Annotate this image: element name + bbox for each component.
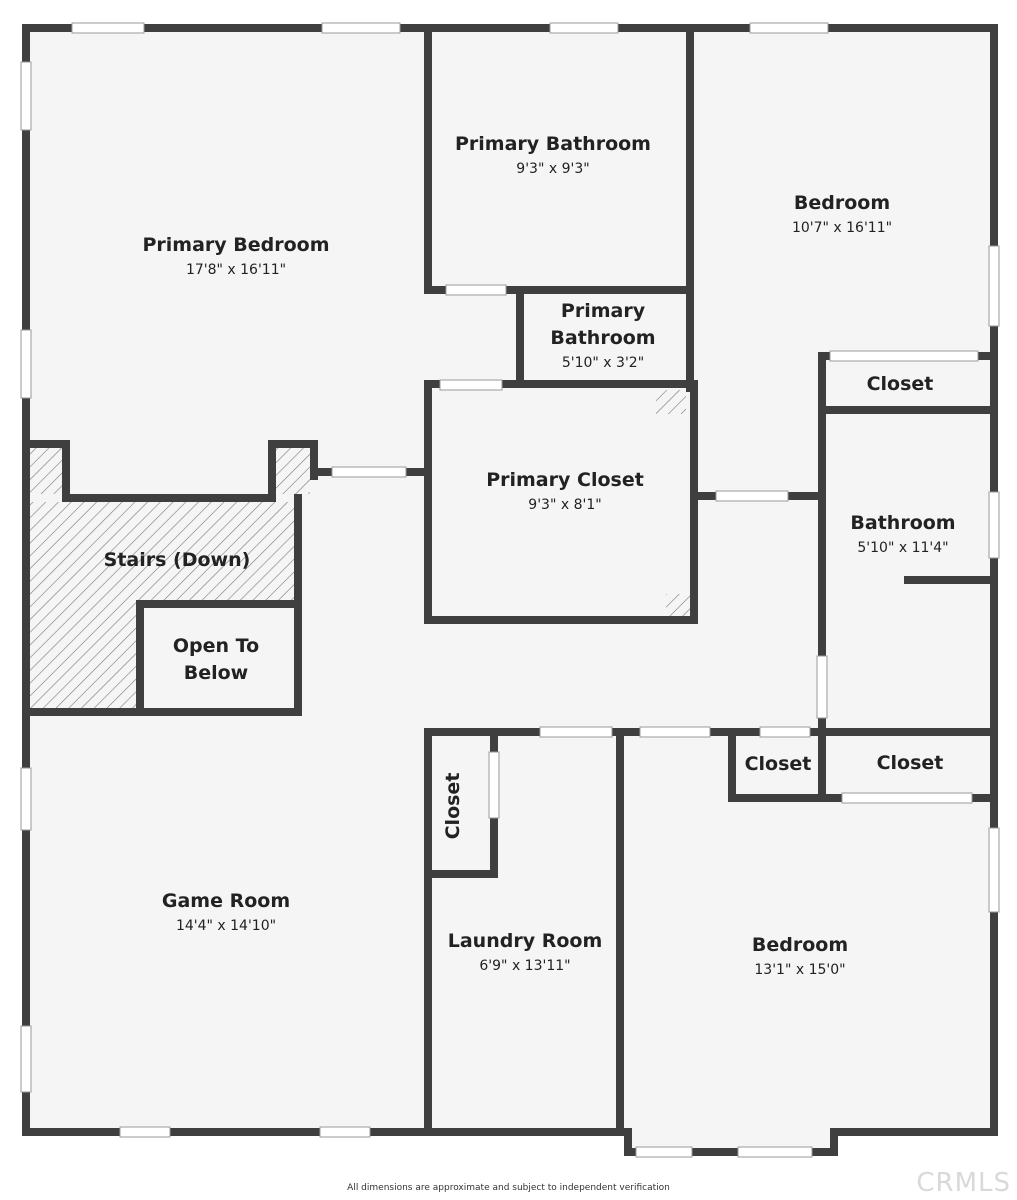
windows	[20, 22, 1000, 1158]
watermark: CRMLS	[916, 1168, 1011, 1198]
game-room-dims: 14'4" x 14'10"	[176, 918, 276, 934]
bedroom-se-dims: 13'1" x 15'0"	[754, 962, 845, 978]
open-to-below-label-1: Open To	[173, 635, 259, 657]
closet-east-lower-label: Closet	[877, 752, 944, 774]
primary-closet-label: Primary Closet	[486, 469, 644, 491]
room-labels: Primary Bedroom 17'8" x 16'11" Primary B…	[104, 133, 956, 978]
stairs-hatch	[30, 390, 690, 710]
closet-east-upper-label: Closet	[867, 373, 934, 395]
laundry-room-label: Laundry Room	[448, 930, 603, 952]
bathroom-label: Bathroom	[850, 512, 955, 534]
bedroom-se-label: Bedroom	[752, 934, 848, 956]
primary-bathroom-small-label-1: Primary	[561, 300, 646, 322]
primary-bedroom-dims: 17'8" x 16'11"	[186, 262, 286, 278]
open-to-below-label-2: Below	[184, 662, 249, 684]
primary-bathroom-small-dims: 5'10" x 3'2"	[562, 355, 644, 371]
primary-bathroom-label: Primary Bathroom	[455, 133, 651, 155]
walls	[22, 24, 998, 1156]
primary-bedroom-label: Primary Bedroom	[142, 234, 329, 256]
primary-closet-dims: 9'3" x 8'1"	[528, 497, 601, 513]
laundry-room-dims: 6'9" x 13'11"	[479, 958, 570, 974]
bathroom-dims: 5'10" x 11'4"	[857, 540, 948, 556]
bedroom-ne-dims: 10'7" x 16'11"	[792, 220, 892, 236]
bedroom-ne-label: Bedroom	[794, 192, 890, 214]
closet-center-label: Closet	[745, 753, 812, 775]
primary-bathroom-dims: 9'3" x 9'3"	[516, 161, 589, 177]
closet-laundry-label: Closet	[442, 773, 464, 840]
game-room-label: Game Room	[162, 890, 290, 912]
primary-bathroom-small-label-2: Bathroom	[550, 327, 655, 349]
disclaimer-text: All dimensions are approximate and subje…	[347, 1183, 670, 1193]
stairs-label: Stairs (Down)	[104, 549, 251, 571]
